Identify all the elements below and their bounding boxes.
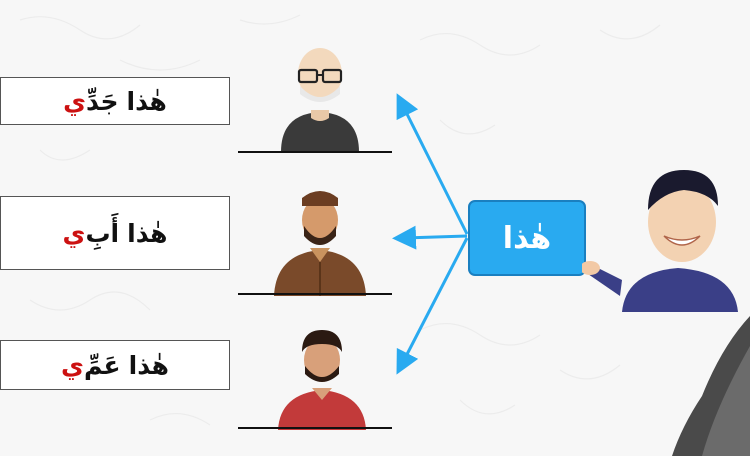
arrow-to-father — [392, 225, 468, 250]
label-word-stem: أَبِ — [85, 218, 120, 248]
label-prefix: هٰذا — [128, 350, 169, 380]
presenter-photo-corner — [672, 316, 750, 456]
ground-line-uncle — [238, 427, 392, 429]
ground-line-father — [238, 293, 392, 295]
center-word-card: هٰذا — [468, 200, 586, 276]
father-figure — [274, 191, 366, 296]
label-word-suffix: ي — [61, 350, 84, 380]
label-word-stem: جَدِّ — [86, 86, 119, 116]
label-prefix: هٰذا — [127, 218, 168, 248]
grandfather-figure — [281, 48, 359, 152]
label-prefix: هٰذا — [126, 86, 167, 116]
arrow-to-grandfather — [396, 93, 469, 235]
center-word: هٰذا — [502, 220, 552, 256]
label-word-stem: عَمِّ — [83, 350, 121, 380]
label-word-suffix: ي — [62, 218, 86, 248]
label-word-suffix: ي — [63, 86, 87, 116]
arrow-to-uncle — [396, 237, 469, 375]
boy-presenter-figure — [582, 170, 738, 312]
ground-line-grandfather — [238, 151, 392, 153]
uncle-figure — [278, 330, 366, 430]
